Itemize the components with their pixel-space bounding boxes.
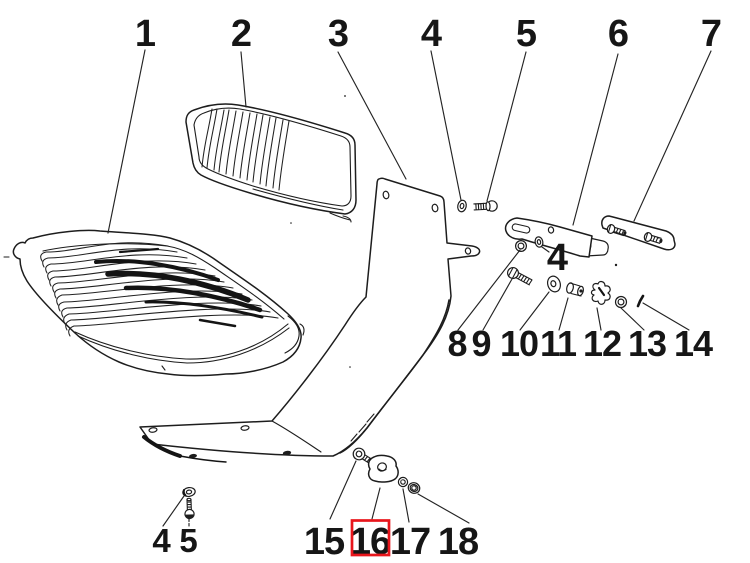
nut-drawing-18 xyxy=(407,482,421,494)
leader-13 xyxy=(620,307,645,331)
leader-6 xyxy=(572,53,619,226)
nut-drawing-17 xyxy=(397,476,409,488)
leader-15 xyxy=(329,460,357,520)
part-label-5-bottom: 5 xyxy=(179,522,197,559)
bolt-drawing-top xyxy=(473,200,498,212)
part-label-6: 6 xyxy=(608,13,628,55)
leader-12 xyxy=(596,307,602,331)
leader-14 xyxy=(642,302,690,331)
mounting-bar-drawing xyxy=(601,215,676,251)
part-label-12: 12 xyxy=(583,323,621,364)
highlight-box-part-16 xyxy=(350,519,391,557)
leader-2 xyxy=(240,51,247,108)
leader-8 xyxy=(457,249,521,331)
part-label-2: 2 xyxy=(231,13,251,55)
part-label-9: 9 xyxy=(471,323,490,364)
leader-4-top xyxy=(430,50,462,201)
leader-3 xyxy=(337,51,407,180)
leader-17 xyxy=(402,488,410,523)
washer-drawing-10 xyxy=(547,275,561,293)
leader-10 xyxy=(519,291,550,331)
part-label-4-top: 4 xyxy=(421,13,442,55)
bolt-drawing-9 xyxy=(506,266,533,286)
leader-7 xyxy=(633,50,712,222)
washer-drawing-4-middle xyxy=(534,236,544,248)
bolt-drawing-bottom-left xyxy=(184,497,195,520)
part-label-17: 17 xyxy=(390,521,430,563)
leader-18 xyxy=(417,493,470,524)
part-label-5-top: 5 xyxy=(516,13,537,55)
part-label-8: 8 xyxy=(447,323,466,364)
support-bracket-drawing xyxy=(139,177,481,463)
part-label-4-middle: 4 xyxy=(547,237,568,279)
stop-block-drawing-16 xyxy=(367,454,399,483)
locknut-drawing-8 xyxy=(514,240,527,253)
washer-drawing-bottom-left xyxy=(182,486,196,498)
bar-screw-rear xyxy=(643,232,663,244)
leader-9 xyxy=(482,278,513,331)
leader-4-bottom xyxy=(162,495,185,527)
bar-screw-front xyxy=(606,224,627,237)
part-label-15: 15 xyxy=(304,521,345,563)
leader-16 xyxy=(371,487,381,520)
part-label-18: 18 xyxy=(438,521,478,563)
part-label-4-bottom: 4 xyxy=(152,522,171,559)
leader-11 xyxy=(558,297,569,331)
part-label-7: 7 xyxy=(701,13,721,55)
seat-cushion-drawing xyxy=(12,229,305,377)
part-label-3: 3 xyxy=(328,13,348,55)
pivot-arm-drawing xyxy=(504,217,609,258)
callout-labels: 1 2 3 4 5 6 7 4 8 9 10 11 12 13 14 4 5 1… xyxy=(135,13,722,563)
part-label-1: 1 xyxy=(135,13,156,55)
part-label-11: 11 xyxy=(540,323,577,364)
leader-1 xyxy=(107,49,146,234)
washer-drawing-top xyxy=(457,199,467,213)
screw-drawing-15 xyxy=(352,447,375,466)
leader-4-middle xyxy=(541,246,550,253)
pin-drawing-14 xyxy=(636,294,645,308)
part-label-14: 14 xyxy=(674,323,713,364)
clamp-nut-drawing-12 xyxy=(590,280,611,305)
seat-backrest-drawing xyxy=(185,103,357,223)
nut-drawing-13 xyxy=(614,295,628,309)
bushing-drawing-11 xyxy=(566,282,584,297)
part-label-16: 16 xyxy=(350,521,390,563)
part-label-10: 10 xyxy=(500,323,538,364)
leader-5-top xyxy=(486,51,527,202)
scan-specks xyxy=(3,95,618,368)
leader-lines xyxy=(107,49,712,528)
part-label-13: 13 xyxy=(628,323,666,364)
